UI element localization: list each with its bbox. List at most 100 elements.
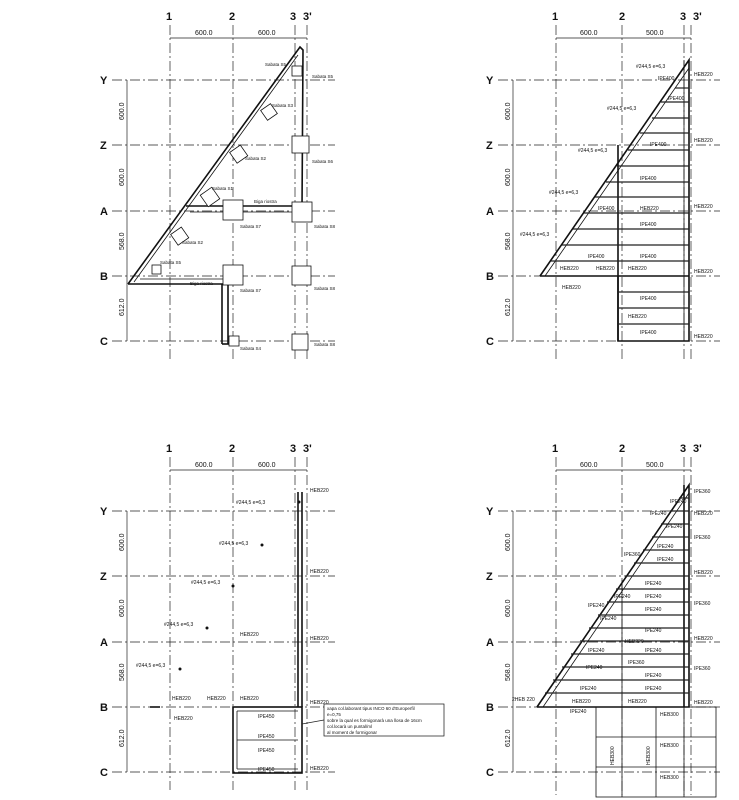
p3-beam-label-heb220-4: HEB220 bbox=[240, 632, 259, 638]
footing-s5-y bbox=[291, 65, 303, 77]
p2-beam-label-heb220-r3: HEB220 bbox=[694, 204, 713, 210]
p4-grid-col-2: 2 bbox=[619, 443, 625, 455]
p4-beam-label-heb220-3: HEB220 bbox=[694, 636, 713, 642]
p3-note-line-2: e=0,75 bbox=[327, 712, 341, 717]
p4-dim-v-568: 568.0 bbox=[505, 663, 512, 681]
p3-beam-label-heb220-6: HEB220 bbox=[207, 696, 226, 702]
p4-grid-col-3: 3 bbox=[680, 443, 686, 455]
p3-grid-col-1: 1 bbox=[166, 443, 172, 455]
p3-beam-label-heb220-1: HEB220 bbox=[310, 488, 329, 494]
p2-dim-500: 500.0 bbox=[646, 30, 664, 37]
p3-slab-panel bbox=[232, 706, 303, 774]
footing-s2 bbox=[229, 144, 249, 164]
label-footing-s7: Sabata S7 bbox=[240, 224, 262, 229]
p3-beam-label-heb220-10: HEB220 bbox=[310, 766, 329, 772]
footing-s7-b bbox=[222, 264, 244, 286]
label-footing-s8: Sabata S8 bbox=[314, 224, 336, 229]
p2-beam-label-heb220-6: HEB220 bbox=[628, 314, 647, 320]
p3-note-line-1: xapa col.laborant tipus INCO 60 d'Europe… bbox=[327, 706, 415, 711]
label-footing-s7-b: Sabata S7 bbox=[240, 288, 262, 293]
panel-floor-framing-2: 1 2 3 3' 600.0 600.0 Y Z A B C 600.0 600… bbox=[100, 443, 445, 790]
p4-grid-col-1: 1 bbox=[552, 443, 558, 455]
grid-row-y: Y bbox=[100, 75, 108, 87]
p2-beam-label-heb220-1: HEB220 bbox=[640, 206, 659, 212]
p3-grid-col-2: 2 bbox=[229, 443, 235, 455]
p4-beam-label-heb220-1: HEB220 bbox=[694, 511, 713, 517]
p3-note-box bbox=[323, 703, 445, 737]
p2-dim-v-568: 568.0 bbox=[505, 232, 512, 250]
p2-rebar-label-1: #244,5 e=6,3 bbox=[636, 64, 666, 70]
label-footing-s8-b: Sabata S8 bbox=[314, 286, 336, 291]
p3-grid-row-b: B bbox=[100, 702, 108, 714]
p4-grid-col-3-prime: 3' bbox=[693, 443, 702, 455]
p4-beam-label-ipe240-13: IPE240 bbox=[588, 648, 605, 654]
p2-beam-label-heb220-3: HEB220 bbox=[596, 266, 615, 272]
p3-note-line-3: sobre la qual es formigonarà una llosa d… bbox=[327, 718, 422, 723]
p2-rebar-label-5: #244,5 e=6,3 bbox=[520, 232, 550, 238]
p3-dim-v-600-a: 600.0 bbox=[119, 533, 126, 551]
footing-s7-a bbox=[222, 199, 244, 221]
footing-s8-c bbox=[291, 333, 309, 351]
p2-beam-label-ipe400-4: IPE400 bbox=[640, 176, 657, 182]
footing-s1 bbox=[199, 186, 221, 208]
label-footing-s5: Sabata S5 bbox=[265, 62, 287, 67]
p4-beam-label-ipe240-1: IPE240 bbox=[670, 499, 687, 505]
p2-beam-label-ipe400-1: IPE400 bbox=[658, 76, 675, 82]
label-footing-s5-r: Sabata S5 bbox=[312, 74, 334, 79]
p4-beam-label-heb300-v2: HEB300 bbox=[646, 746, 652, 765]
p3-callout-dot-1 bbox=[260, 543, 264, 547]
p4-beam-label-ipe240-2: IPE240 bbox=[650, 511, 667, 517]
p2-beam-label-ipe400-2: IPE400 bbox=[668, 96, 685, 102]
p4-beam-label-ipe240-9: IPE240 bbox=[588, 603, 605, 609]
footing-s4-c bbox=[228, 335, 240, 347]
p3-callout-dot-5 bbox=[297, 500, 301, 504]
p4-beam-label-ipe240-8: IPE240 bbox=[645, 594, 662, 600]
p4-beam-label-ipe240-10: IPE240 bbox=[645, 607, 662, 613]
p4-beam-label-ipe240-12: IPE240 bbox=[645, 628, 662, 634]
p4-beam-label-ipe240-14: IPE240 bbox=[645, 648, 662, 654]
p4-beam-label-ipe240-19: IPE240 bbox=[570, 709, 587, 715]
p3-callout-dot-3 bbox=[205, 626, 209, 630]
p3-rebar-label-1: #244,5 e=6,3 bbox=[236, 500, 266, 506]
dim-600-a: 600.0 bbox=[195, 30, 213, 37]
footing-s8-a bbox=[291, 201, 313, 223]
grid-row-b: B bbox=[100, 271, 108, 283]
p4-grid-row-y: Y bbox=[486, 506, 494, 518]
p3-beam-label-heb220-9: HEB220 bbox=[310, 700, 329, 706]
p3-grid-col-3-prime: 3' bbox=[303, 443, 312, 455]
p4-beam-label-ipe240-7: IPE240 bbox=[614, 594, 631, 600]
grid-col-1: 1 bbox=[166, 11, 172, 23]
dim-600-b: 600.0 bbox=[258, 30, 276, 37]
p4-beam-label-ipe360-4: IPE360 bbox=[694, 601, 711, 607]
p3-note-line-5: al moment de formigonar bbox=[327, 730, 378, 735]
p2-beam-label-heb220-4: HEB220 bbox=[628, 266, 647, 272]
p3-beam-label-heb220-5: HEB220 bbox=[172, 696, 191, 702]
p4-beam-label-2heb220: 2HEB 220 bbox=[512, 697, 535, 703]
p3-note-leader bbox=[301, 719, 325, 725]
p4-frame-diagonal-inner bbox=[542, 492, 690, 708]
p4-beam-label-heb220-4: HEB220 bbox=[625, 639, 644, 645]
p3-grid-col-3: 3 bbox=[290, 443, 296, 455]
footing-s8-b bbox=[291, 265, 312, 286]
p3-dim-v-568: 568.0 bbox=[119, 663, 126, 681]
footing-s3 bbox=[260, 103, 278, 121]
grid-col-3: 3 bbox=[290, 11, 296, 23]
p2-dim-v-612: 612.0 bbox=[505, 298, 512, 316]
panel-floor-framing-1: 1 2 3 3' 600.0 500.0 Y Z A B C 600.0 600… bbox=[486, 11, 720, 360]
p4-beam-label-ipe240-5: IPE240 bbox=[657, 557, 674, 563]
note-biga-riostra-b: Biga riostra bbox=[190, 281, 213, 286]
p3-beam-label-ipe450-3: IPE450 bbox=[258, 748, 275, 754]
p4-beam-label-ipe240-15: IPE240 bbox=[586, 665, 603, 671]
p3-grid-row-y: Y bbox=[100, 506, 108, 518]
p4-beam-label-ipe240-3: IPE240 bbox=[666, 524, 683, 530]
p2-rebar-label-3: #244,5 e=6,3 bbox=[578, 148, 608, 154]
label-footing-s1: Sabata S1 bbox=[212, 186, 234, 191]
p2-beam-label-ipe400-5: IPE400 bbox=[598, 206, 615, 212]
p3-rebar-label-2: #244,5 e=6,3 bbox=[219, 541, 249, 547]
p3-beam-label-heb220-7: HEB220 bbox=[174, 716, 193, 722]
p3-dim-600-b: 600.0 bbox=[258, 462, 276, 469]
p3-beam-label-heb220-3: HEB220 bbox=[310, 636, 329, 642]
dim-v-600-b: 600.0 bbox=[119, 168, 126, 186]
p2-beam-label-ipe400-9: IPE400 bbox=[640, 296, 657, 302]
